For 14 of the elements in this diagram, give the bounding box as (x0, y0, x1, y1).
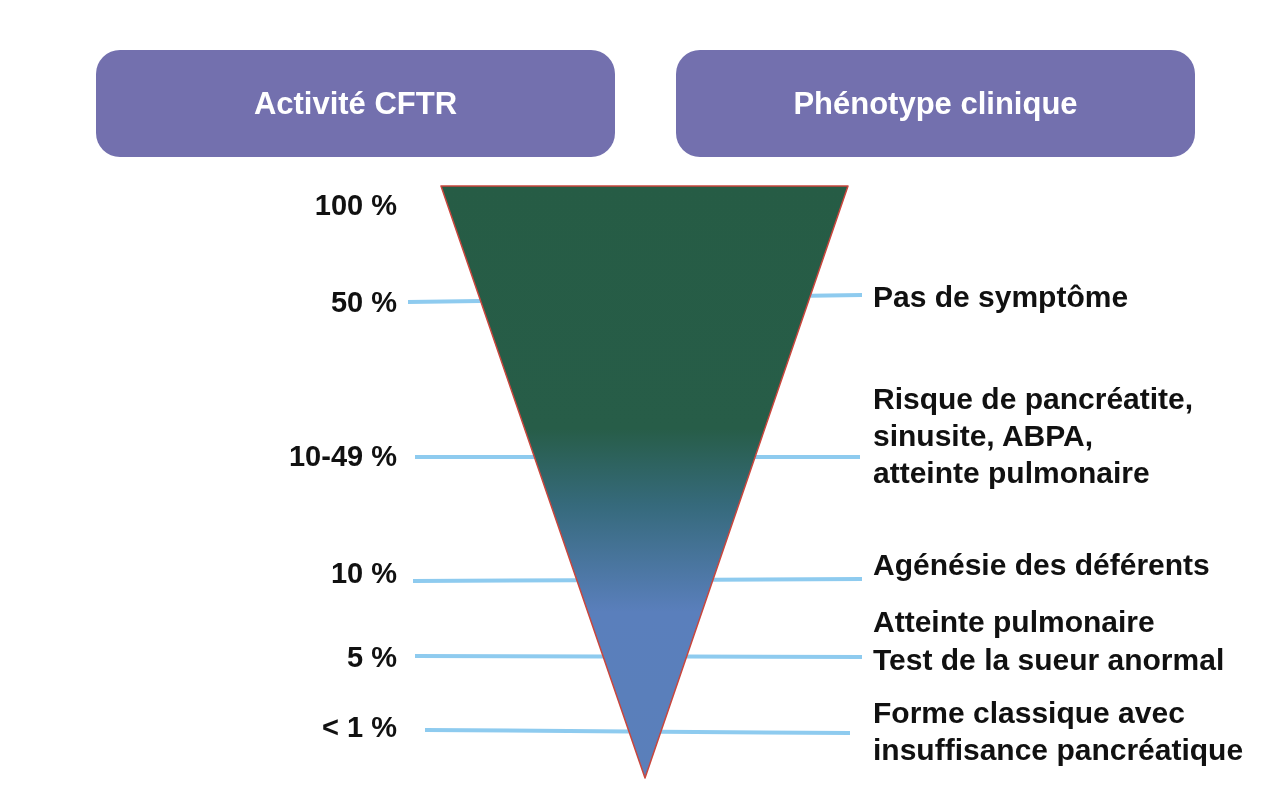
phenotype-text: Pas de symptôme (873, 279, 1129, 315)
phenotype-text: Atteinte pulmonaire (873, 604, 1155, 640)
percentage-label: 100 % (314, 189, 397, 221)
percentage-label: 10-49 % (289, 440, 397, 472)
column-header: Activité CFTR (96, 50, 615, 157)
phenotype-text: Test de la sueur anormal (873, 642, 1225, 678)
phenotype-text: Forme classique avec insuffisance pancréatique (873, 695, 1245, 768)
percentage-label: 10 % (330, 557, 397, 589)
phenotype-text: Risque de pancréatite, sinusite, ABPA, atteinte pulmonaire (873, 381, 1195, 491)
phenotype-text: Agénésie des déférents (873, 547, 1210, 583)
percentage-label: 5 % (347, 641, 397, 673)
percentage-label: 50 % (330, 286, 397, 318)
percentage-label: < 1 % (322, 711, 397, 743)
column-header: Phénotype clinique (676, 50, 1195, 157)
